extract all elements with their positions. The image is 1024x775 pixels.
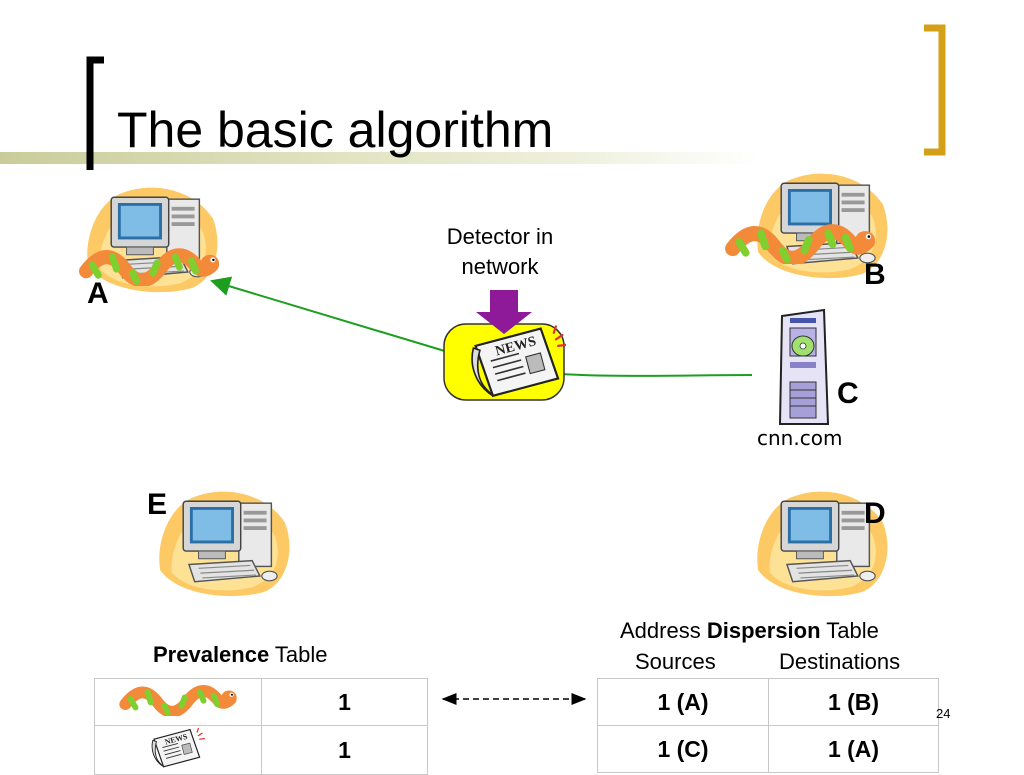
column-header-destinations: Destinations bbox=[779, 649, 901, 674]
node-label-a: A bbox=[87, 277, 109, 310]
node-label-c: C bbox=[837, 377, 859, 410]
edge-c-to-detector bbox=[545, 372, 753, 377]
server-c-icon bbox=[778, 308, 830, 425]
source-cell: 1 (C) bbox=[597, 725, 769, 773]
computer-e-icon bbox=[150, 484, 295, 599]
newspaper-icon bbox=[148, 726, 208, 768]
left-bracket bbox=[86, 56, 104, 170]
detector-caption-line2: network bbox=[461, 254, 539, 279]
prevalence-key-cell bbox=[94, 725, 262, 775]
node-label-e: E bbox=[147, 488, 168, 521]
prevalence-caption: Prevalence Table bbox=[153, 642, 328, 668]
column-header-sources: Sources bbox=[635, 649, 716, 674]
table-row: 1 bbox=[94, 725, 428, 775]
dispersion-caption-plain: Address bbox=[620, 618, 701, 643]
detector-caption-line1: Detector in bbox=[446, 224, 554, 249]
table-row: 1 (C) 1 (A) bbox=[597, 725, 939, 773]
prevalence-table: 1 1 bbox=[94, 678, 428, 775]
table-row: 1 (A) 1 (B) bbox=[597, 678, 939, 726]
node-label-d: D bbox=[864, 497, 886, 530]
right-bracket bbox=[924, 24, 946, 156]
prevalence-caption-bold: Prevalence bbox=[153, 642, 270, 667]
prevalence-count-cell: 1 bbox=[261, 678, 428, 726]
page-title: The basic algorithm bbox=[117, 102, 554, 158]
dispersion-caption-bold: Dispersion bbox=[706, 618, 821, 643]
destination-cell: 1 (A) bbox=[768, 725, 939, 773]
prevalence-key-cell bbox=[94, 678, 262, 726]
prevalence-count-cell: 1 bbox=[261, 725, 428, 775]
worm-icon bbox=[117, 682, 239, 716]
slide-number: 24 bbox=[936, 706, 951, 721]
worm-b-icon bbox=[724, 220, 876, 264]
title-underline bbox=[0, 152, 760, 164]
detector-caption: Detector in network bbox=[425, 222, 575, 282]
prevalence-caption-rest: Table bbox=[274, 642, 328, 667]
destination-cell: 1 (B) bbox=[768, 678, 939, 726]
edge-detector-to-a bbox=[210, 276, 449, 353]
detector-icon bbox=[443, 290, 566, 401]
table-row: 1 bbox=[94, 678, 428, 726]
source-cell: 1 (A) bbox=[597, 678, 769, 726]
dispersion-caption: Address Dispersion Table bbox=[620, 618, 879, 644]
node-label-b: B bbox=[864, 258, 886, 291]
dispersion-table: 1 (A) 1 (B) 1 (C) 1 (A) bbox=[597, 678, 939, 773]
dispersion-caption-rest: Table bbox=[826, 618, 879, 643]
server-label: cnn.com bbox=[757, 426, 843, 450]
